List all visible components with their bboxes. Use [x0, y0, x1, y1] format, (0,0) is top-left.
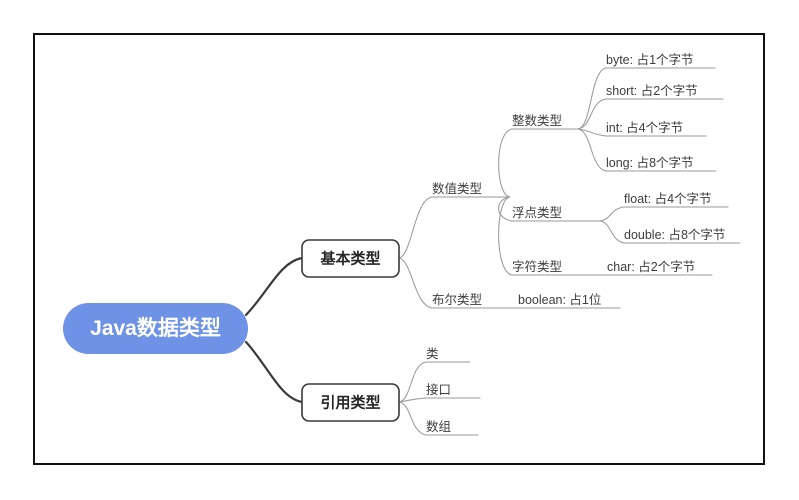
leaf-boolean-label: boolean: 占1位: [518, 292, 601, 307]
connector-reference-to-interface: [398, 397, 481, 403]
connector-integer-to-long: [577, 128, 717, 172]
leaf-short[interactable]: short: 占2个字节: [606, 83, 698, 98]
leaf-float-label: float: 占4个字节: [624, 191, 712, 206]
connector-root-to-primitive: [244, 256, 304, 317]
connector-root-to-reference: [244, 340, 304, 404]
root-node[interactable]: Java数据类型: [63, 303, 248, 354]
leaf-float[interactable]: float: 占4个字节: [624, 191, 712, 206]
node-boolean-group[interactable]: 布尔类型: [432, 292, 482, 307]
node-reference[interactable]: 引用类型: [301, 383, 400, 422]
node-array[interactable]: 数组: [426, 419, 451, 434]
connector-group-root: [244, 256, 304, 404]
node-float-group-label: 浮点类型: [512, 206, 562, 220]
node-reference-box[interactable]: [301, 383, 400, 422]
node-char-group[interactable]: 字符类型: [512, 259, 562, 274]
connector-group-float: [599, 206, 741, 244]
connector-numeric-to-float-group: [498, 196, 601, 222]
connector-integer-to-int: [577, 128, 707, 137]
node-numeric-label: 数值类型: [432, 181, 482, 196]
node-float-group[interactable]: 浮点类型: [512, 206, 562, 220]
connector-float-group-to-float: [599, 206, 729, 222]
connector-reference-to-array: [398, 401, 479, 436]
connector-float-group-to-double: [599, 220, 741, 244]
node-interface[interactable]: 接口: [426, 382, 451, 397]
leaf-char-label: char: 占2个字节: [607, 259, 695, 274]
connector-group-integer: [577, 67, 724, 172]
connector-numeric-to-char-group: [498, 196, 601, 276]
node-boolean-group-label: 布尔类型: [432, 292, 482, 307]
leaf-short-label: short: 占2个字节: [606, 83, 698, 98]
node-integer-label: 整数类型: [512, 113, 562, 128]
leaf-long-label: long: 占8个字节: [606, 155, 694, 170]
leaf-byte-label: byte: 占1个字节: [606, 52, 694, 67]
leaf-char[interactable]: char: 占2个字节: [607, 259, 695, 274]
node-primitive-box[interactable]: [301, 239, 400, 278]
connector-group-numeric: [498, 128, 601, 276]
connector-integer-to-short: [577, 98, 724, 130]
node-class-label: 类: [426, 347, 439, 361]
leaf-byte[interactable]: byte: 占1个字节: [606, 52, 694, 67]
node-primitive[interactable]: 基本类型: [301, 239, 400, 278]
connector-primitive-to-numeric: [398, 196, 511, 259]
root-node-pill[interactable]: [63, 303, 248, 354]
leaf-double[interactable]: double: 占8个字节: [624, 227, 725, 242]
connector-integer-to-byte: [577, 67, 716, 130]
connector-primitive-to-boolean-group: [398, 257, 621, 309]
leaf-boolean[interactable]: boolean: 占1位: [518, 292, 601, 307]
root-node-label: Java数据类型: [90, 317, 221, 340]
node-interface-label: 接口: [426, 382, 451, 397]
connector-numeric-to-integer: [498, 128, 579, 198]
node-array-label: 数组: [426, 419, 451, 434]
leaf-double-label: double: 占8个字节: [624, 227, 725, 242]
leaf-int-label: int: 占4个字节: [606, 120, 683, 135]
leaf-long[interactable]: long: 占8个字节: [606, 155, 694, 170]
connector-group-primitive: [398, 196, 621, 309]
node-primitive-label: 基本类型: [319, 249, 380, 267]
leaf-int[interactable]: int: 占4个字节: [606, 120, 683, 135]
node-reference-label: 引用类型: [320, 393, 380, 411]
node-numeric[interactable]: 数值类型: [432, 181, 482, 196]
node-integer[interactable]: 整数类型: [512, 113, 562, 128]
connector-reference-to-class: [398, 361, 471, 403]
node-class[interactable]: 类: [426, 347, 439, 361]
connector-group-reference: [398, 361, 481, 436]
node-char-group-label: 字符类型: [512, 259, 562, 274]
